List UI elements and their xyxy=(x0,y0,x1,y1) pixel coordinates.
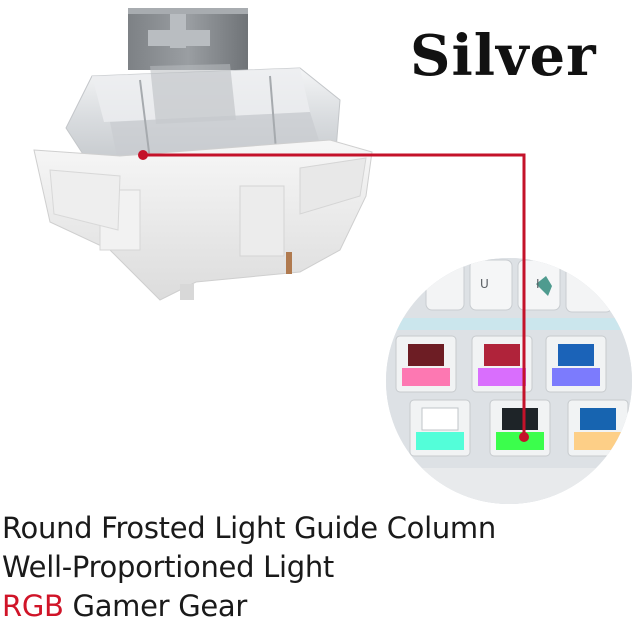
keycap-u-label: U xyxy=(480,277,489,291)
keycap-row-top xyxy=(425,259,613,313)
switch-illustration xyxy=(33,8,373,301)
caption-line-2: Well-Proportioned Light xyxy=(2,550,334,584)
switch-row-1 xyxy=(395,335,607,393)
keyboard-zoom-circle: U I xyxy=(386,258,632,504)
switch-top-housing xyxy=(65,64,341,169)
switch-base xyxy=(33,139,373,301)
caption-line-1: Round Frosted Light Guide Column xyxy=(2,511,496,545)
switch-stem xyxy=(128,8,248,70)
caption-line-3-rest: Gamer Gear xyxy=(63,589,248,618)
switch-pin xyxy=(286,252,292,274)
switch-row-2 xyxy=(409,399,629,457)
caption-line-3: RGB Gamer Gear xyxy=(2,592,247,618)
keycap-i-label: I xyxy=(536,277,540,291)
keyboard-closeup: U I xyxy=(386,258,632,504)
rgb-highlight: RGB xyxy=(2,589,64,618)
product-title: Silver xyxy=(410,23,597,89)
